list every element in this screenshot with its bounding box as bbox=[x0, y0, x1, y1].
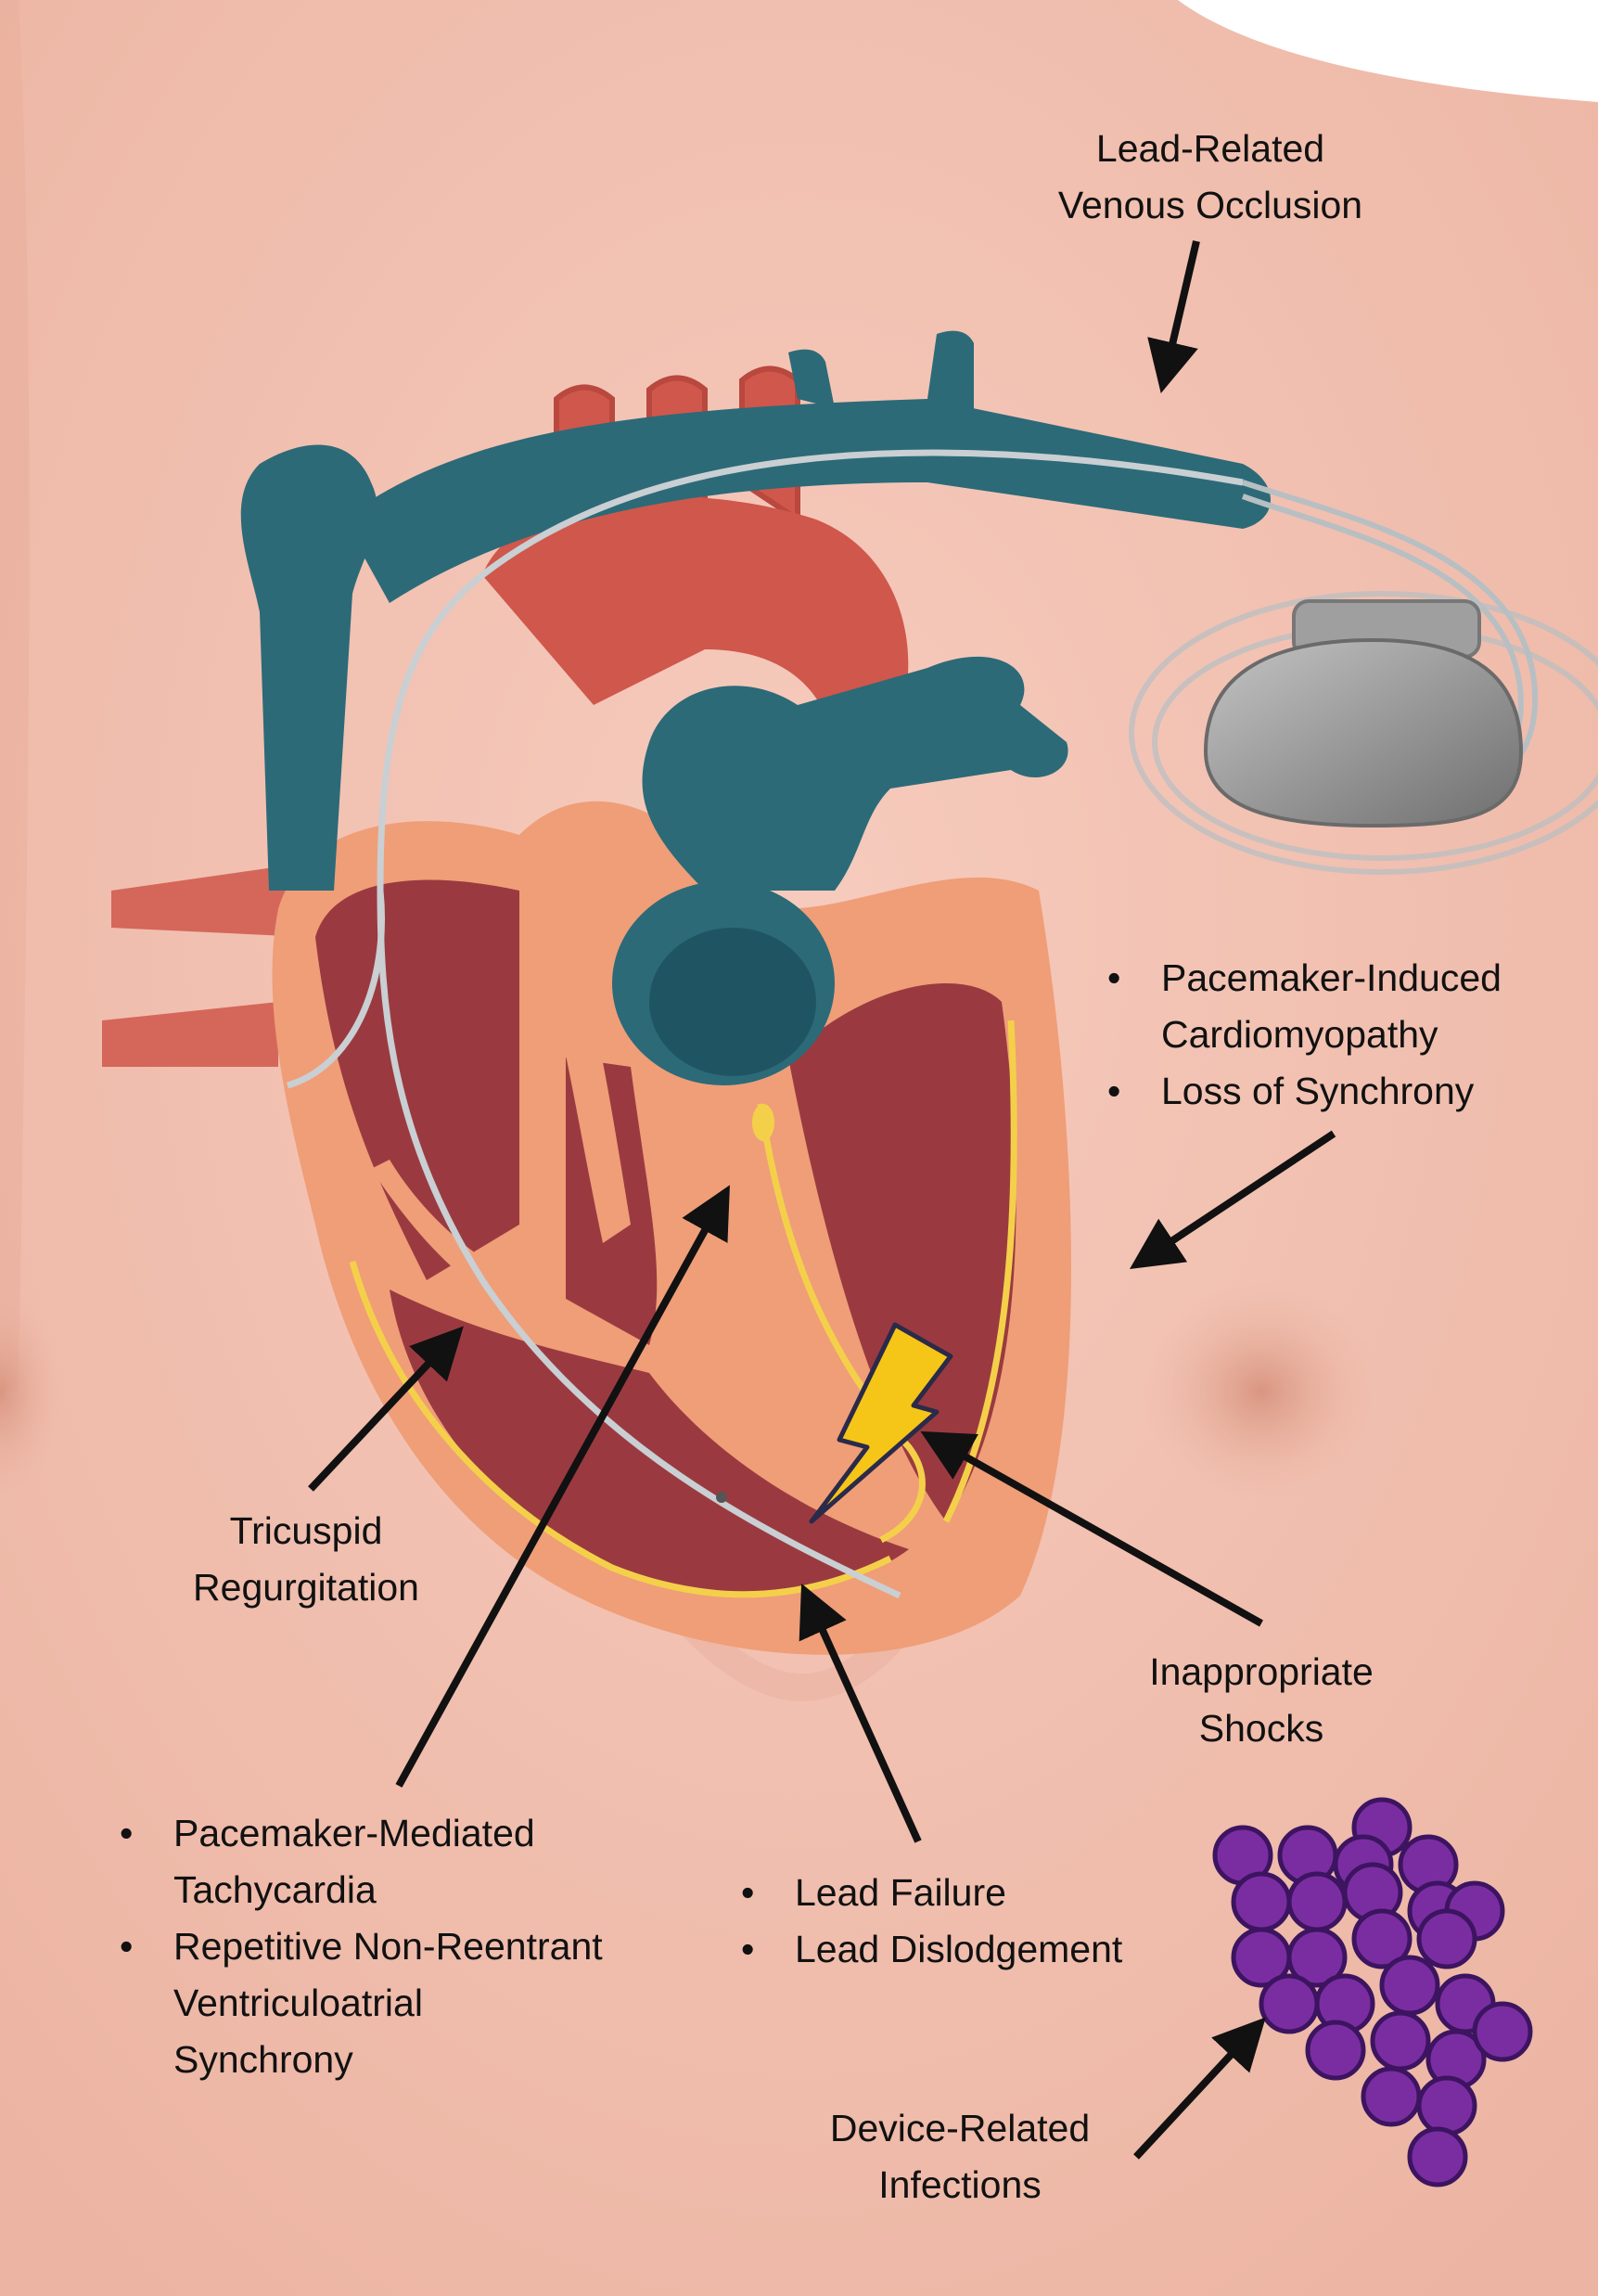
tachycardia-item2-line1: Repetitive Non-Reentrant bbox=[173, 1925, 603, 1968]
cardiomyopathy-list: Pacemaker-Induced Cardiomyopathy Loss of… bbox=[1104, 950, 1586, 1120]
list-item: Pacemaker-Mediated Tachycardia bbox=[116, 1805, 710, 1918]
venous-occlusion-line1: Lead-Related bbox=[1095, 127, 1325, 170]
list-item: Pacemaker-Induced Cardiomyopathy bbox=[1104, 950, 1586, 1063]
cardiomyopathy-item1-line1: Pacemaker-Induced bbox=[1161, 956, 1502, 999]
shocks-label: Inappropriate Shocks bbox=[1094, 1644, 1428, 1757]
arrow-tachycardia bbox=[395, 1185, 730, 1788]
list-item: Lead Failure bbox=[737, 1865, 1183, 1921]
venous-occlusion-label: Lead-Related Venous Occlusion bbox=[997, 121, 1424, 234]
lightning-bolt-icon bbox=[809, 1322, 953, 1524]
tachycardia-item1-line1: Pacemaker-Mediated bbox=[173, 1812, 535, 1854]
shocks-line2: Shocks bbox=[1198, 1707, 1324, 1750]
tricuspid-line1: Tricuspid bbox=[229, 1509, 383, 1552]
arrow-shocks bbox=[920, 1430, 1263, 1627]
tachycardia-item2-line2: Ventriculoatrial bbox=[173, 1982, 423, 2024]
infections-line1: Device-Related bbox=[829, 2107, 1091, 2149]
cardiomyopathy-item2: Loss of Synchrony bbox=[1161, 1070, 1475, 1112]
lead-list: Lead Failure Lead Dislodgement bbox=[737, 1865, 1183, 1978]
tricuspid-label: Tricuspid Regurgitation bbox=[139, 1503, 473, 1616]
tachycardia-item1-line2: Tachycardia bbox=[173, 1868, 377, 1911]
bacteria-cluster-icon bbox=[1212, 1797, 1533, 2187]
arrow-infections bbox=[1133, 2017, 1266, 2160]
list-item: Loss of Synchrony bbox=[1104, 1063, 1586, 1120]
tricuspid-line2: Regurgitation bbox=[193, 1566, 419, 1609]
tachycardia-list: Pacemaker-Mediated Tachycardia Repetitiv… bbox=[116, 1805, 710, 2088]
shocks-line1: Inappropriate bbox=[1149, 1650, 1374, 1693]
arrow-venous-occlusion bbox=[1147, 240, 1200, 394]
cardiomyopathy-item1-line2: Cardiomyopathy bbox=[1161, 1013, 1438, 1056]
lead-item1: Lead Failure bbox=[795, 1871, 1006, 1914]
infections-line2: Infections bbox=[878, 2163, 1042, 2206]
arrow-tricuspid bbox=[308, 1326, 464, 1492]
arrow-lead bbox=[799, 1583, 922, 1843]
tachycardia-item2-line3: Synchrony bbox=[173, 2038, 353, 2081]
arrow-cardiomyopathy bbox=[1130, 1130, 1336, 1269]
list-item: Lead Dislodgement bbox=[737, 1921, 1183, 1978]
list-item: Repetitive Non-Reentrant Ventriculoatria… bbox=[116, 1918, 710, 2088]
infections-label: Device-Related Infections bbox=[793, 2100, 1127, 2213]
lead-item2: Lead Dislodgement bbox=[795, 1928, 1123, 1970]
venous-occlusion-line2: Venous Occlusion bbox=[1057, 184, 1363, 226]
pacemaker-device-icon bbox=[1129, 591, 1598, 875]
